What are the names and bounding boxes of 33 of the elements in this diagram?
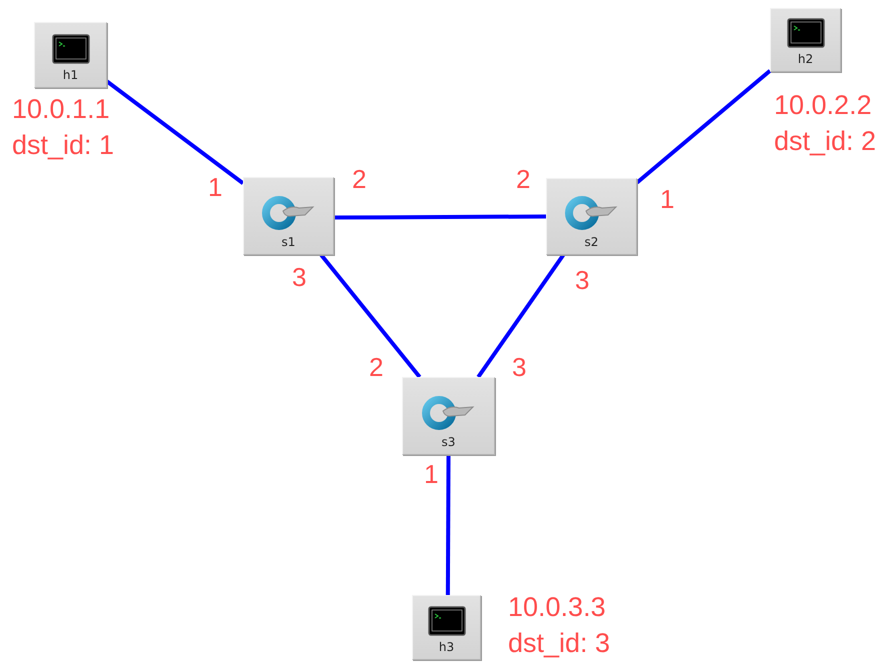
port-number: 2: [352, 164, 366, 194]
node-label: h3: [438, 640, 454, 654]
link-line: [476, 254, 565, 378]
port-number: 3: [575, 265, 590, 295]
node-label: s1: [282, 235, 296, 249]
port-number: 2: [516, 164, 530, 194]
switch-node: [546, 178, 637, 255]
node-label: s3: [442, 435, 456, 449]
node-label: h1: [62, 68, 78, 82]
link-line: [446, 455, 450, 595]
ip-address-label: 10.0.2.2: [774, 89, 872, 122]
switch-node: [402, 377, 495, 455]
node-label: s2: [584, 235, 598, 249]
ip-address-label: 10.0.1.1: [12, 93, 110, 126]
port-number: 3: [292, 262, 306, 292]
host-node: [34, 22, 107, 88]
link-line: [320, 254, 422, 378]
link-line: [334, 214, 546, 220]
host-node: [412, 595, 481, 660]
port-number: 1: [208, 172, 222, 202]
port-number: 2: [369, 352, 384, 382]
port-number: 1: [424, 459, 438, 489]
node-label: h2: [798, 52, 814, 66]
switch-node: [243, 177, 334, 255]
destination-id-label: dst_id: 3: [508, 627, 610, 660]
port-number: 1: [660, 184, 674, 214]
destination-id-label: dst_id: 2: [774, 125, 876, 158]
destination-id-label: dst_id: 1: [12, 129, 114, 162]
ip-address-label: 10.0.3.3: [508, 591, 606, 624]
link-line: [106, 80, 244, 185]
port-number: 3: [512, 352, 526, 382]
host-node: [770, 8, 841, 72]
link-line: [636, 69, 772, 184]
